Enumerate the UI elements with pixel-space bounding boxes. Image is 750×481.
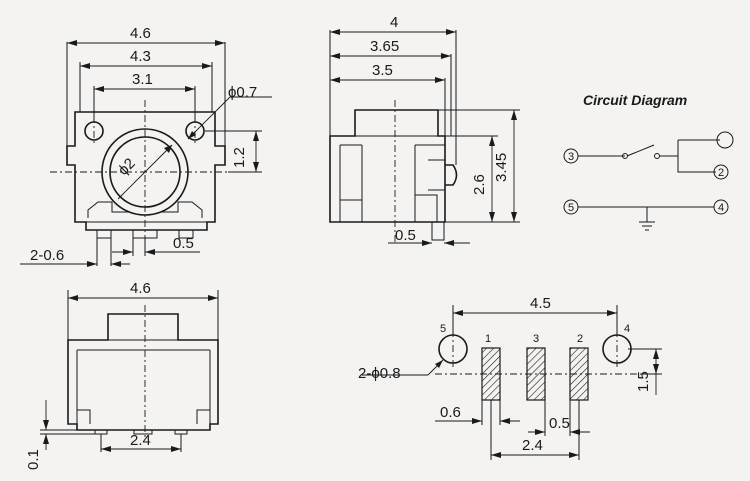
side-nub — [445, 164, 458, 186]
top-view-body — [66, 111, 226, 231]
side-mid-label: 3.65 — [370, 38, 399, 55]
pcb-label-3: 3 — [533, 333, 539, 345]
terminal-4-label: 4 — [718, 202, 724, 214]
side-h2-label: 3.45 — [493, 153, 510, 182]
top-height-label: 1.2 — [231, 147, 248, 168]
pcb-layout: 5 1 3 2 4 4.5 2-ϕ0.8 1.5 0.6 — [358, 295, 662, 460]
terminal-5-label: 5 — [568, 202, 574, 214]
circuit-diagram: Circuit Diagram 3 2 5 4 — [563, 92, 734, 231]
front-height-label: 0.1 — [25, 449, 42, 470]
circuit-title: Circuit Diagram — [583, 92, 687, 108]
side-pin-label: 0.5 — [395, 227, 416, 244]
pcb-label-4: 4 — [624, 323, 630, 335]
front-view: 4.6 2.4 0.1 — [25, 280, 219, 470]
pcb-label-5: 5 — [440, 323, 446, 335]
pcb-pitch-label: 1.5 — [635, 371, 652, 392]
pcb-gap-label: 0.5 — [549, 415, 570, 432]
top-width-label: 4.6 — [130, 25, 151, 42]
top-view: ϕ2 ϕ0.7 4.6 4.3 3.1 1.2 — [20, 25, 272, 267]
pcb-holes-label: 2-ϕ0.8 — [358, 365, 401, 382]
side-total-label: 4 — [390, 14, 398, 31]
pcb-pad-label: 0.6 — [440, 404, 461, 421]
pcb-span-label: 4.5 — [530, 295, 551, 312]
side-view-body — [329, 109, 446, 223]
front-width-label: 4.6 — [130, 280, 151, 297]
pcb-label-2: 2 — [577, 333, 583, 345]
pad-width-label: 2-0.6 — [30, 247, 64, 264]
pcb-label-1: 1 — [485, 333, 491, 345]
side-view: 4 3.65 3.5 2.6 3.45 0.5 — [329, 14, 520, 246]
terminal-2-label: 2 — [718, 167, 724, 179]
top-holes-label: 4.3 — [130, 48, 151, 65]
front-pitch-label: 2.4 — [130, 432, 151, 449]
side-h1-label: 2.6 — [471, 174, 488, 195]
actuator-diameter-label: ϕ2 — [115, 155, 139, 179]
side-body-label: 3.5 — [372, 62, 393, 79]
hole-diameter-label: ϕ0.7 — [228, 84, 257, 101]
terminal-3-label: 3 — [568, 151, 574, 163]
pcb-spacing-label: 2.4 — [522, 437, 543, 454]
pad-gap-label: 0.5 — [173, 235, 194, 252]
top-pins-label: 3.1 — [132, 71, 153, 88]
